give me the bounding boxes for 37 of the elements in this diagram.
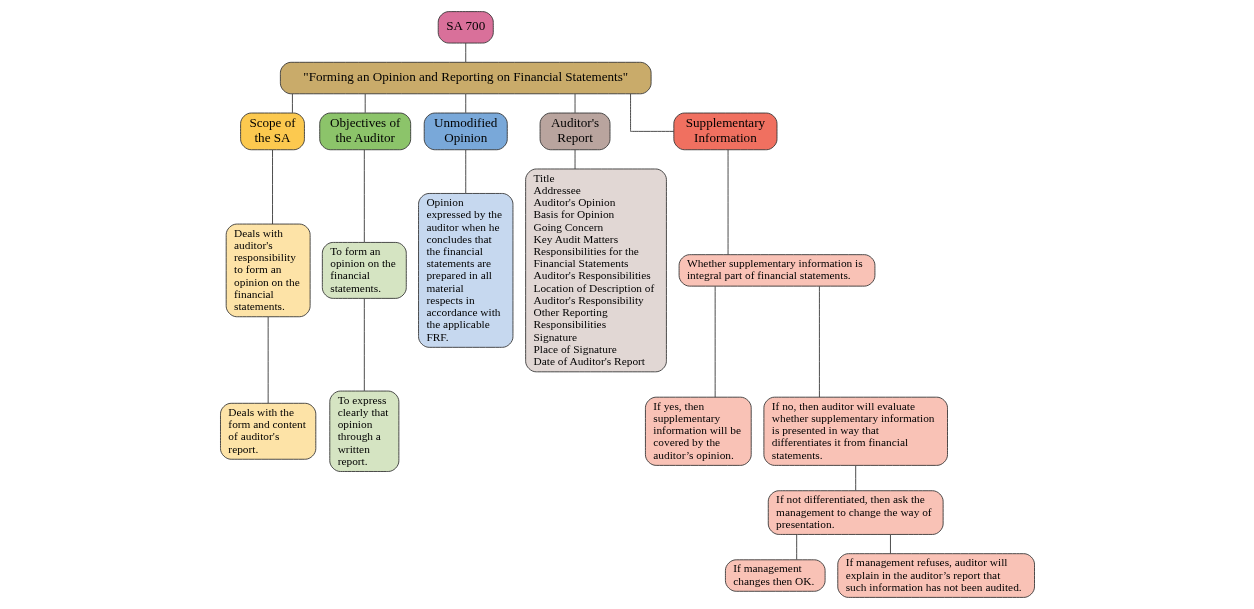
connector [267,316,269,404]
connector [464,42,466,63]
node-box: Deals with the form and content of auditor's report. [219,402,316,460]
node-box: Scope of the SA [239,112,305,151]
node-box: To form an opinion on the financial statements. [321,242,407,299]
node-box: Objectives of the Auditor [318,112,411,151]
connector [464,93,466,114]
connector [574,93,575,114]
connector [464,149,466,194]
node-box: Auditor's Report [539,112,610,151]
connector [854,465,856,492]
connector [364,93,366,114]
node-box: Title Addressee Auditor's Opinion Basis for Opinion Going Concern Key Audit Matters Responsibilities for the Financial Statements Auditor's Responsibilities Location of Description of Auditor's Responsibility Other Reporting Responsibilities Signature Place of Signature Date of Auditor's Report [524,168,667,373]
node-box: Unmodified Opinion [423,112,508,151]
node-box: Deals with auditor's responsibility to form an opinion on the financial statements. [225,223,311,318]
connector [714,286,716,398]
node-box: Supplementary Information [672,112,777,151]
connector [363,298,365,392]
connector [889,534,891,554]
node-box: If not differentiated, then ask the management to change the way of presentation. [767,490,944,535]
node-box: To express clearly that opinion through a written report. [328,390,399,472]
node-box: If yes, then supplementary information will be covered by the auditor’s opinion. [644,396,752,466]
node-box: SA 700 [437,11,494,44]
connector [629,93,674,132]
node-box: Opinion expressed by the auditor when he concludes that the financial statements are prepared in all material respects in accordance with the applicable FRF. [417,193,513,348]
connector [727,149,728,255]
node-box: If no, then auditor will evaluate whether supplementary information is presented in way that differentiates it from financial statements. [762,396,948,466]
node-box: Whether supplementary information is integral part of financial statements. [678,254,875,287]
connector [271,149,273,225]
node-box: If management refuses, auditor will explain in the auditor’s report that such information has not been audited. [836,553,1035,598]
connector [574,149,575,170]
node-box: If management changes then OK. [724,559,826,592]
node-box: "Forming an Opinion and Reporting on Financial Statements" [279,61,652,95]
connector [818,286,820,398]
connector [291,93,293,114]
connector [795,534,797,561]
connector [363,149,365,243]
